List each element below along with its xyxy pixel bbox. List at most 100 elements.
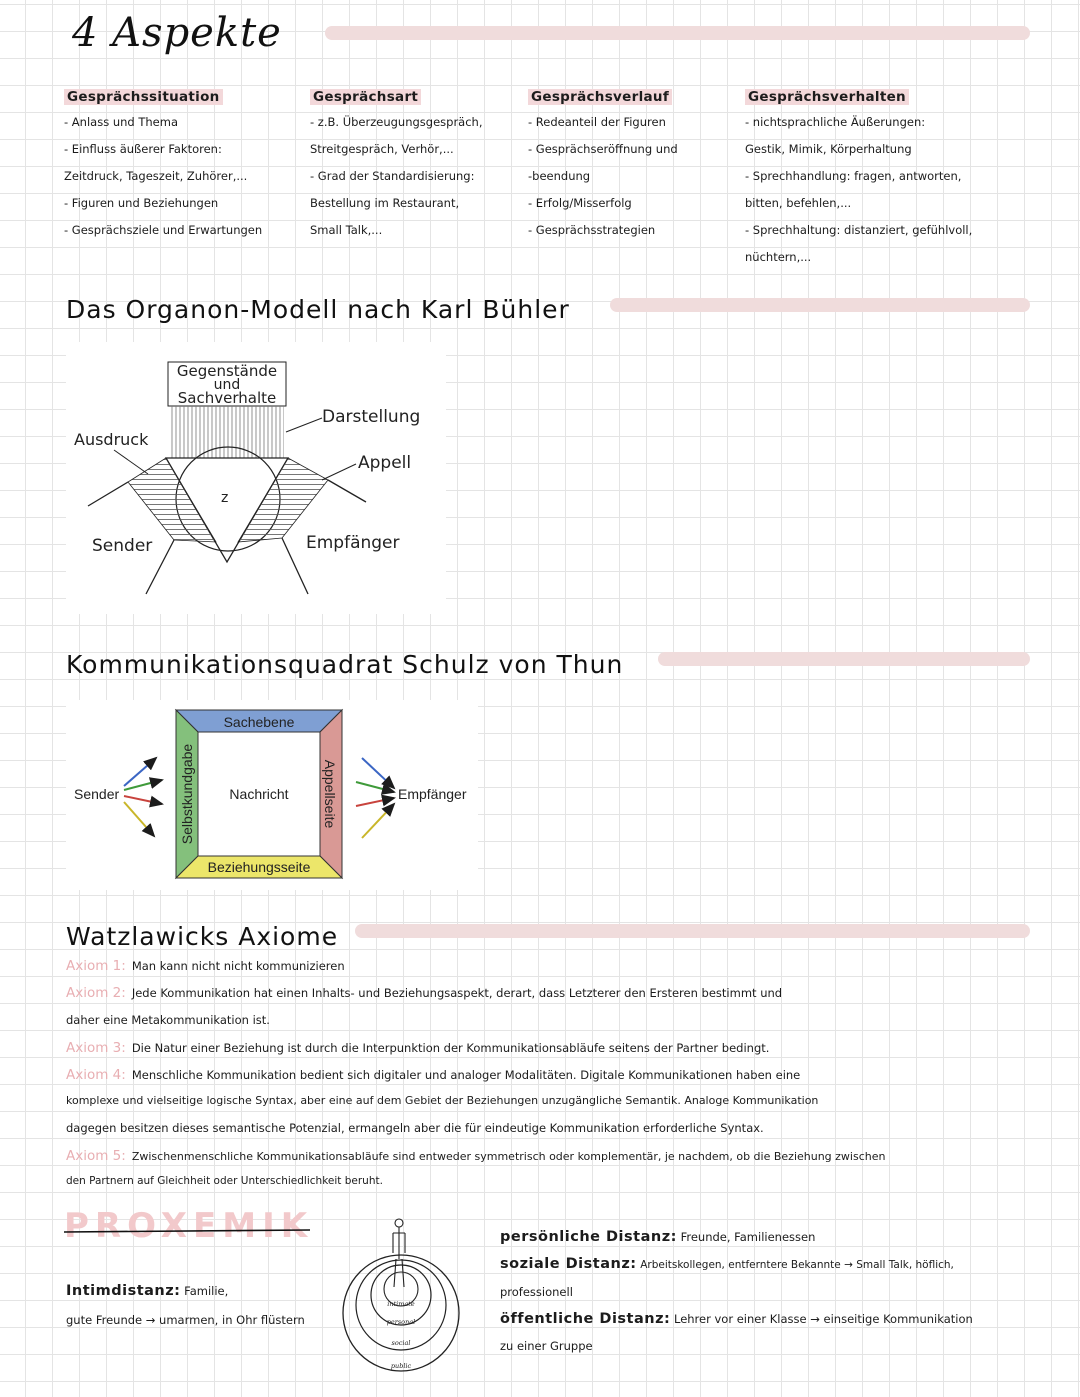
sachverhalte-label: Sachverhalte [178,389,276,407]
sachebene-label: Sachebene [224,714,295,730]
selbstkundgabe-label: Selbstkundgabe [179,744,195,845]
oeffentliche-distanz-cont: zu einer Gruppe [500,1339,593,1353]
axiom-1: Axiom 1:Man kann nicht nicht kommunizier… [66,958,345,974]
axiom-text: Man kann nicht nicht kommunizieren [131,959,345,973]
darstellung-hatching [170,406,284,458]
kommunikationsquadrat-diagram: Sachebene Beziehungsseite Selbstkundgabe… [66,700,478,890]
intimdistanz-cont: gute Freunde → umarmen, in Ohr flüstern [66,1313,305,1327]
und-label: und [214,377,241,393]
sender-line-upper [87,481,129,507]
intimdistanz-label: Intimdistanz: [66,1283,181,1299]
persoenliche-distanz-label: persönliche Distanz: [500,1229,677,1245]
aspect-heading: Gesprächsart [310,89,422,105]
appellseite-label: Appellseite [322,760,338,829]
axiom-5-cont: den Partnern auf Gleichheit oder Untersc… [66,1175,383,1187]
organon-heading: Das Organon-Modell nach Karl Bühler [66,295,570,324]
intimdistanz-text: Familie, [184,1284,229,1298]
social-ring [355,1259,447,1351]
arrow-red [123,795,164,808]
aspect-column-4: Gesprächsverhalten - nichtsprachliche Äu… [745,86,1035,271]
organon-diagram: Gegenstände und Sachverhalte Darstellung… [66,342,446,614]
proxemik-strike [63,1229,311,1233]
soziale-distanz-label: soziale Distanz: [500,1256,637,1272]
person-icon [392,1218,406,1288]
aspect-line: - Anlass und Thema [64,115,179,129]
persoenliche-distanz: persönliche Distanz: Freunde, Familienes… [500,1229,815,1245]
arrow-red [355,794,396,807]
sender-label: Sender [92,536,152,556]
oeffentliche-distanz-text: Lehrer vor einer Klasse → einseitige Kom… [673,1312,973,1326]
aspect-line: - Gesprächseröffnung und [528,142,678,156]
sender-label: Sender [74,786,119,802]
axiom-label: Axiom 3: [66,1040,126,1056]
schulz-heading: Kommunikationsquadrat Schulz von Thun [66,650,624,679]
aspect-line: -beendung [528,169,591,183]
appell-hatching [237,457,329,543]
empfaenger-line-upper [327,479,367,503]
axiom-label: Axiom 5: [66,1148,126,1164]
arrow-green [355,781,396,795]
aspect-line: Gestik, Mimik, Körperhaltung [745,142,912,156]
oeffentliche-distanz-label: öffentliche Distanz: [500,1311,671,1327]
organon-heading-bar [610,298,1030,312]
aspect-column-2: Gesprächsart - z.B. Überzeugungsgespräch… [310,86,542,244]
public-ring [342,1254,460,1372]
persoenliche-distanz-text: Freunde, Familienessen [680,1230,816,1244]
ring-label-public: public [391,1362,412,1370]
ring-label-social: social [392,1339,411,1347]
aspect-line: - nichtsprachliche Äußerungen: [745,115,926,129]
axiom-3: Axiom 3: Die Natur einer Beziehung ist du… [66,1040,769,1056]
axiom-text: Jede Kommunikation hat einen Inhalts- un… [131,986,783,1000]
nachricht-square [197,731,321,857]
intimdistanz: Intimdistanz: Familie, [66,1283,228,1299]
axiom-2-cont: daher eine Metakommunikation ist. [66,1013,270,1027]
axiom-text: Menschliche Kommunikation bedient sich d… [131,1068,801,1082]
receiver-arrows [355,757,396,839]
aspect-line: Bestellung im Restaurant, [310,196,460,210]
schulz-svg: Sachebene Beziehungsseite Selbstkundgabe… [74,708,467,880]
darstellung-label: Darstellung [322,407,420,427]
aspect-line: Streitgespräch, Verhör,... [310,142,454,156]
title-underline-bar [325,26,1030,40]
ring-label-intimate: intimate [387,1300,415,1308]
aspect-line: - Figuren und Beziehungen [64,196,219,210]
axiom-4-cont: dagegen besitzen dieses semantische Pote… [66,1121,764,1135]
aspect-line: - Gesprächsstrategien [528,223,656,237]
sender-arrows [123,756,164,838]
aspect-line: nüchtern,... [745,250,812,264]
empfaenger-line-lower [281,537,309,595]
arrow-yellow [361,802,396,839]
axiom-label: Axiom 4: [66,1067,126,1083]
arrow-yellow [123,801,156,838]
arrow-blue [361,757,396,790]
axiom-2: Axiom 2:Jede Kommunikation hat einen Inh… [66,985,782,1001]
aspect-column-3: Gesprächsverlauf - Redeanteil der Figure… [528,86,760,244]
soziale-distanz-text: professionell [500,1285,573,1299]
aspect-line: - z.B. Überzeugungsgespräch, [310,115,483,129]
aspect-line: Zeitdruck, Tageszeit, Zuhörer,... [64,169,248,183]
aspect-line: - Redeanteil der Figuren [528,115,666,129]
aspect-line: - Gesprächsziele und Erwartungen [64,223,263,237]
intimdistanz-text: gute Freunde → umarmen, in Ohr flüstern [66,1313,305,1327]
aspect-line: - Grad der Standardisierung: [310,169,475,183]
axiom-text: den Partnern auf Gleichheit oder Untersc… [66,1175,383,1187]
soziale-distanz-cont: professionell [500,1285,573,1299]
axiom-text: komplexe und vielseitige logische Syntax… [66,1094,819,1107]
axiom-text: daher eine Metakommunikation ist. [66,1013,270,1027]
aspect-line: - Sprechhaltung: distanziert, gefühlvoll… [745,223,973,237]
empfaenger-label: Empfänger [398,786,467,802]
appell-label: Appell [358,453,411,473]
darstellung-pointer [285,417,323,433]
empfaenger-label: Empfänger [306,533,400,553]
axiom-text: Die Natur einer Beziehung ist durch die … [131,1041,770,1055]
aspect-line: - Sprechhandlung: fragen, antworten, [745,169,962,183]
aspect-line: Small Talk,... [310,223,383,237]
aspect-line: bitten, befehlen,... [745,196,852,210]
beziehungsseite-label: Beziehungsseite [208,859,311,875]
appell-pointer [321,463,357,481]
sender-line-lower [145,539,175,595]
aspect-column-1: Gesprächssituation - Anlass und Thema - … [64,86,296,244]
aspect-heading: Gesprächsverhalten [745,89,909,105]
watzlawick-heading: Watzlawicks Axiome [66,922,339,951]
watzlawick-heading-bar [355,924,1030,938]
